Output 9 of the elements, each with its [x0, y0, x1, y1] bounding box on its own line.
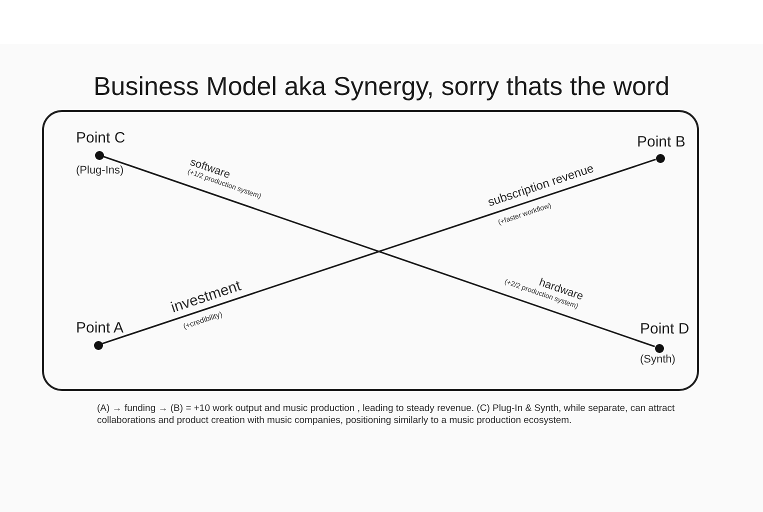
caption-text: (A) → funding → (B) = +10 work output and music production , leading to steady revenue. (C) Plug-In & Synth, while separate, can attract collaborations and product creation with music companies, positioning similarly to a music production ecosystem. [97, 403, 676, 427]
point-note: (Synth) [640, 354, 676, 366]
diagram-title: Business Model aka Synergy, sorry thats the word [93, 70, 670, 102]
point-label: Point B [637, 133, 686, 151]
point-label: Point A [76, 319, 124, 337]
point-label: Point D [640, 320, 690, 338]
rounded-frame [42, 110, 699, 391]
point-label: Point C [76, 129, 126, 147]
point-note: (Plug-Ins) [76, 164, 124, 177]
